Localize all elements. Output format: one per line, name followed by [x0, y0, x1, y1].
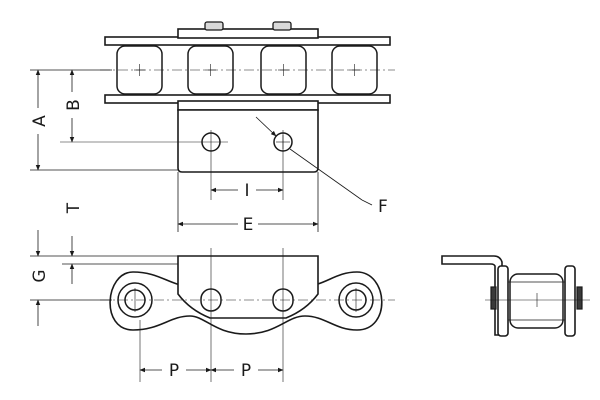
end-view-bracket — [441, 255, 503, 336]
end-plate-left-outer — [490, 286, 497, 310]
attachment-bracket-top — [177, 109, 319, 173]
label-e: E — [243, 215, 254, 235]
label-p-2: P — [241, 361, 251, 381]
attachment-plate-side — [177, 255, 319, 319]
dimension-t: T — [64, 202, 84, 284]
top-plate-inner-upper — [177, 28, 319, 39]
top-plate-inner-lower — [177, 100, 319, 111]
label-g: G — [30, 269, 50, 282]
top-view — [30, 21, 395, 232]
end-plate-right-outer — [576, 286, 583, 310]
pin-head-1 — [204, 21, 224, 31]
dimension-a: A — [30, 69, 50, 171]
label-p-1: P — [169, 361, 179, 381]
end-plate-right — [564, 265, 576, 337]
label-f: F — [378, 197, 388, 217]
label-i: I — [244, 181, 249, 201]
dimension-e: E — [177, 215, 319, 235]
end-plate-left — [497, 265, 509, 337]
dimension-g: G — [30, 230, 50, 326]
end-view — [441, 255, 590, 337]
side-view — [30, 248, 395, 382]
end-roller — [509, 273, 564, 329]
dimension-f: F — [255, 116, 388, 217]
dimension-p-1: P — [139, 361, 212, 381]
pin-head-2 — [272, 21, 292, 31]
dimension-i: I — [210, 181, 284, 201]
dimension-p-2: P — [210, 361, 284, 381]
label-a: A — [30, 115, 50, 127]
dimension-b: B — [64, 69, 84, 143]
label-t: T — [64, 202, 84, 214]
label-b: B — [64, 99, 84, 111]
